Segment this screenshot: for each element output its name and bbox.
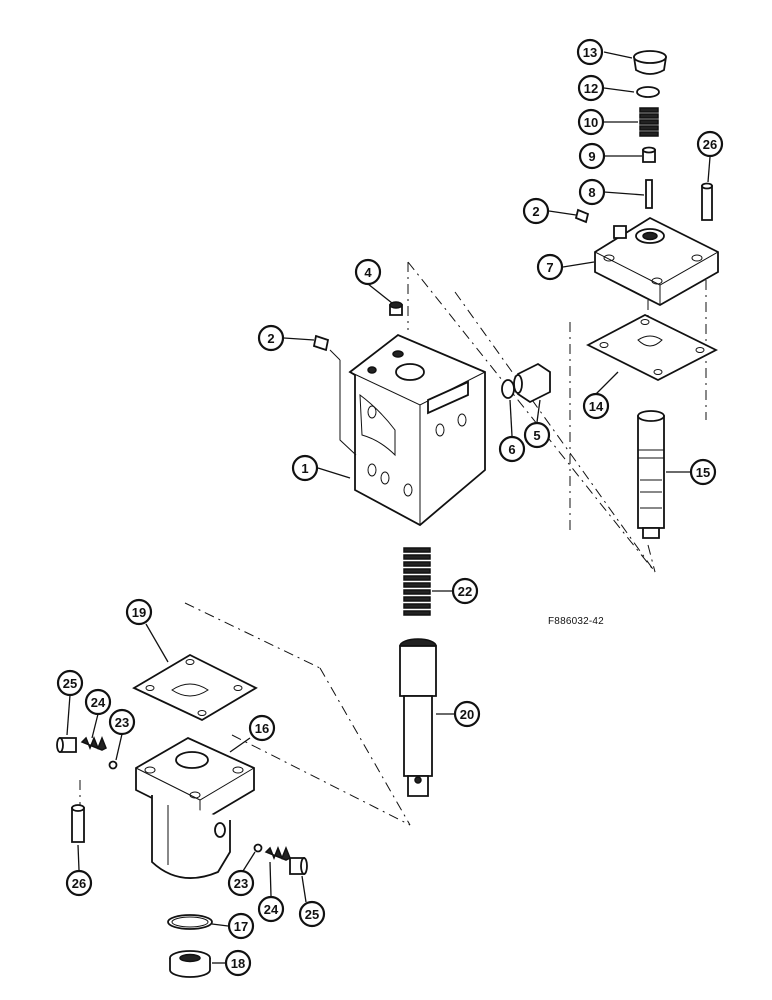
spring-22	[403, 547, 431, 616]
gasket-14	[586, 313, 718, 382]
callout-20: 20	[453, 700, 481, 728]
capscrew-26-left	[71, 804, 85, 843]
fitting-5	[513, 362, 551, 404]
callout-17: 17	[227, 912, 255, 940]
svg-text:9: 9	[588, 149, 595, 164]
svg-text:5: 5	[533, 428, 540, 443]
svg-text:19: 19	[132, 605, 146, 620]
plug-cap-13	[633, 50, 667, 75]
callout-18: 18	[224, 949, 252, 977]
housing-16	[135, 736, 255, 879]
svg-text:15: 15	[696, 465, 710, 480]
plug-4	[389, 301, 403, 316]
poppet-9	[642, 146, 656, 163]
piston-20	[399, 638, 437, 797]
svg-text:23: 23	[115, 715, 129, 730]
cover-block-7	[594, 216, 719, 307]
svg-text:6: 6	[508, 442, 515, 457]
callout-23-left: 23	[108, 708, 136, 736]
callout-9: 9	[578, 142, 606, 170]
callout-10: 10	[577, 108, 605, 136]
pin-8	[645, 179, 653, 209]
svg-text:26: 26	[703, 137, 717, 152]
svg-text:2: 2	[267, 331, 274, 346]
svg-text:25: 25	[305, 907, 319, 922]
svg-text:17: 17	[234, 919, 248, 934]
callout-12: 12	[577, 74, 605, 102]
capscrew-26-top	[701, 182, 713, 221]
callout-22: 22	[451, 577, 479, 605]
seal-18	[169, 950, 211, 978]
svg-text:12: 12	[584, 81, 598, 96]
svg-text:24: 24	[91, 695, 106, 710]
svg-text:26: 26	[72, 876, 86, 891]
figure-code: F886032-42	[548, 616, 604, 627]
callout-8: 8	[578, 178, 606, 206]
callout-1: 1	[291, 454, 319, 482]
o-ring-12	[636, 86, 660, 98]
callout-7: 7	[536, 253, 564, 281]
svg-text:10: 10	[584, 115, 598, 130]
svg-text:14: 14	[589, 399, 604, 414]
callout-24-left: 24	[84, 688, 112, 716]
callout-25-right: 25	[298, 900, 326, 928]
callout-16: 16	[248, 714, 276, 742]
svg-text:13: 13	[583, 45, 597, 60]
svg-text:16: 16	[255, 721, 269, 736]
o-ring-17	[167, 914, 213, 930]
ball-23-left	[108, 760, 118, 770]
callout-2-body: 2	[257, 324, 285, 352]
svg-text:2: 2	[532, 204, 539, 219]
svg-text:7: 7	[546, 260, 553, 275]
plug-2-top	[574, 208, 590, 224]
svg-text:18: 18	[231, 956, 245, 971]
callout-6: 6	[498, 435, 526, 463]
spring-10	[639, 107, 659, 137]
ball-23-right	[253, 843, 263, 853]
spring-24-left	[80, 735, 107, 751]
spool-15	[637, 410, 665, 539]
gasket-19	[132, 653, 258, 722]
plug-2-body	[312, 334, 330, 352]
svg-text:25: 25	[63, 676, 77, 691]
callout-26-top: 26	[696, 130, 724, 158]
callout-23-right: 23	[227, 869, 255, 897]
callout-4: 4	[354, 258, 382, 286]
svg-text:20: 20	[460, 707, 474, 722]
svg-text:4: 4	[364, 265, 372, 280]
leader-lines	[66, 51, 711, 964]
valve-body-1	[329, 333, 486, 527]
svg-text:1: 1	[301, 461, 308, 476]
svg-text:23: 23	[234, 876, 248, 891]
o-ring-6	[501, 379, 515, 399]
callout-2-top: 2	[522, 197, 550, 225]
callout-25-left: 25	[56, 669, 84, 697]
svg-text:24: 24	[264, 902, 279, 917]
callout-19: 19	[125, 598, 153, 626]
callout-14: 14	[582, 392, 610, 420]
callout-26-left: 26	[65, 869, 93, 897]
plug-25-right	[289, 857, 308, 875]
spring-24-right	[264, 845, 291, 861]
plug-25-left	[56, 737, 77, 753]
svg-text:22: 22	[458, 584, 472, 599]
callout-5: 5	[523, 421, 551, 449]
callout-13: 13	[576, 38, 604, 66]
callout-15: 15	[689, 458, 717, 486]
svg-text:8: 8	[588, 185, 595, 200]
callout-24-right: 24	[257, 895, 285, 923]
